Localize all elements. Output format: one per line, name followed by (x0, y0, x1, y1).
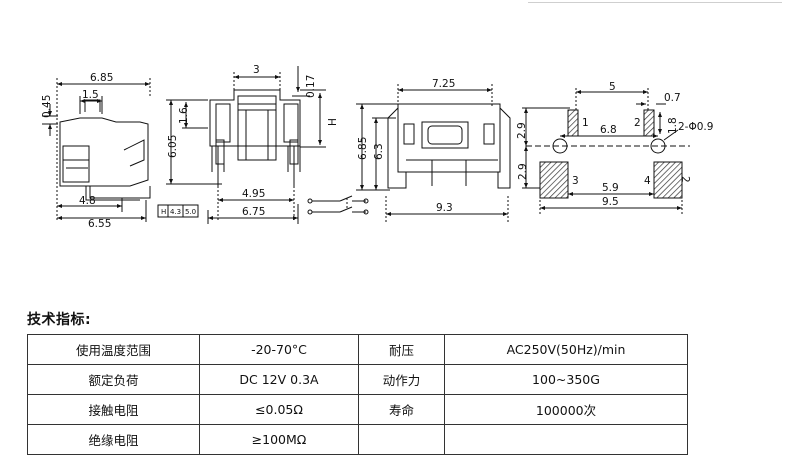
spec-label: 绝缘电阻 (27, 424, 200, 455)
dim-side-base: 4.8 (79, 195, 96, 207)
pin-label: 3 (572, 175, 579, 187)
spec-value: AC250V(50Hz)/min (444, 334, 688, 365)
spec-value: -20-70°C (199, 334, 359, 365)
table-row: 额定负荷 DC 12V 0.3A 动作力 100~350G (27, 364, 688, 395)
spec-value: 100~350G (444, 364, 688, 395)
dim-pcb-pad-small: 0.7 (664, 92, 681, 104)
dim-pcb-pad-h: 2.9 (516, 122, 528, 139)
spec-value (444, 424, 688, 455)
top-divider (528, 0, 782, 3)
dim-front-stem: 3 (253, 64, 260, 76)
pin-label: 4 (644, 175, 651, 187)
dim-pcb-hole: 2-Φ0.9 (678, 121, 713, 133)
dim-side-button: 1.5 (82, 89, 99, 101)
spec-value: DC 12V 0.3A (199, 364, 359, 395)
dim-pcb-bottom-pitch: 5.9 (602, 182, 619, 194)
height-table-head: H (161, 208, 166, 216)
circuit-symbol (307, 195, 369, 215)
front-view (157, 66, 326, 224)
dim-front-pitch: 4.95 (242, 188, 265, 200)
spec-label: 使用温度范围 (27, 334, 200, 365)
dim-front-height: 6.05 (167, 135, 179, 158)
pin-label: 1 (582, 117, 589, 129)
dim-pcb-total: 9.5 (602, 196, 619, 208)
side-view (42, 78, 151, 222)
spec-label (358, 424, 445, 455)
dim-end-total: 9.3 (436, 202, 453, 214)
spec-label: 动作力 (358, 364, 445, 395)
pin-label: 2 (634, 117, 641, 129)
table-row: 接触电阻 ≤0.05Ω 寿命 100000次 (27, 394, 688, 425)
dim-front-upper: 1.6 (178, 107, 190, 124)
spec-label: 耐压 (358, 334, 445, 365)
dim-front-pin-offset: 0.17 (305, 75, 317, 98)
dim-front-total: 6.75 (242, 206, 265, 218)
pcb-layout (522, 88, 690, 214)
switch-dimension-drawing: 6.85 1.5 0.45 4.8 6.55 (41, 64, 713, 230)
spec-title: 技术指标: (27, 312, 92, 328)
dim-pcb-hole-pitch: 6.8 (600, 124, 617, 136)
spec-label: 额定负荷 (27, 364, 200, 395)
dim-pcb-top-pitch: 5 (609, 81, 616, 93)
dim-side-total: 6.55 (88, 218, 111, 230)
spec-value: 100000次 (444, 394, 688, 425)
pin-label: 2 (679, 176, 691, 183)
dim-end-height-b: 6.3 (373, 143, 385, 160)
dim-pcb-pad-big: 2.9 (517, 163, 529, 180)
spec-label: 接触电阻 (27, 394, 200, 425)
spec-label: 寿命 (358, 394, 445, 425)
spec-value: ≤0.05Ω (199, 394, 359, 425)
height-table-value: 4.3 (170, 208, 181, 216)
spec-value: ≥100MΩ (199, 424, 359, 455)
height-table-value: 5.0 (185, 208, 196, 216)
end-view (356, 84, 511, 222)
table-row: 使用温度范围 -20-70°C 耐压 AC250V(50Hz)/min (27, 334, 688, 365)
dim-front-label-h: H (327, 118, 339, 126)
dim-side-width: 6.85 (90, 72, 113, 84)
table-row: 绝缘电阻 ≥100MΩ (27, 424, 688, 455)
dim-pcb-pad-w: 1.8 (667, 117, 679, 134)
dim-end-height-a: 6.85 (357, 137, 369, 160)
dim-end-width: 7.25 (432, 78, 455, 90)
spec-table: 使用温度范围 -20-70°C 耐压 AC250V(50Hz)/min 额定负荷… (27, 334, 688, 455)
dim-side-top-offset: 0.45 (41, 95, 53, 118)
